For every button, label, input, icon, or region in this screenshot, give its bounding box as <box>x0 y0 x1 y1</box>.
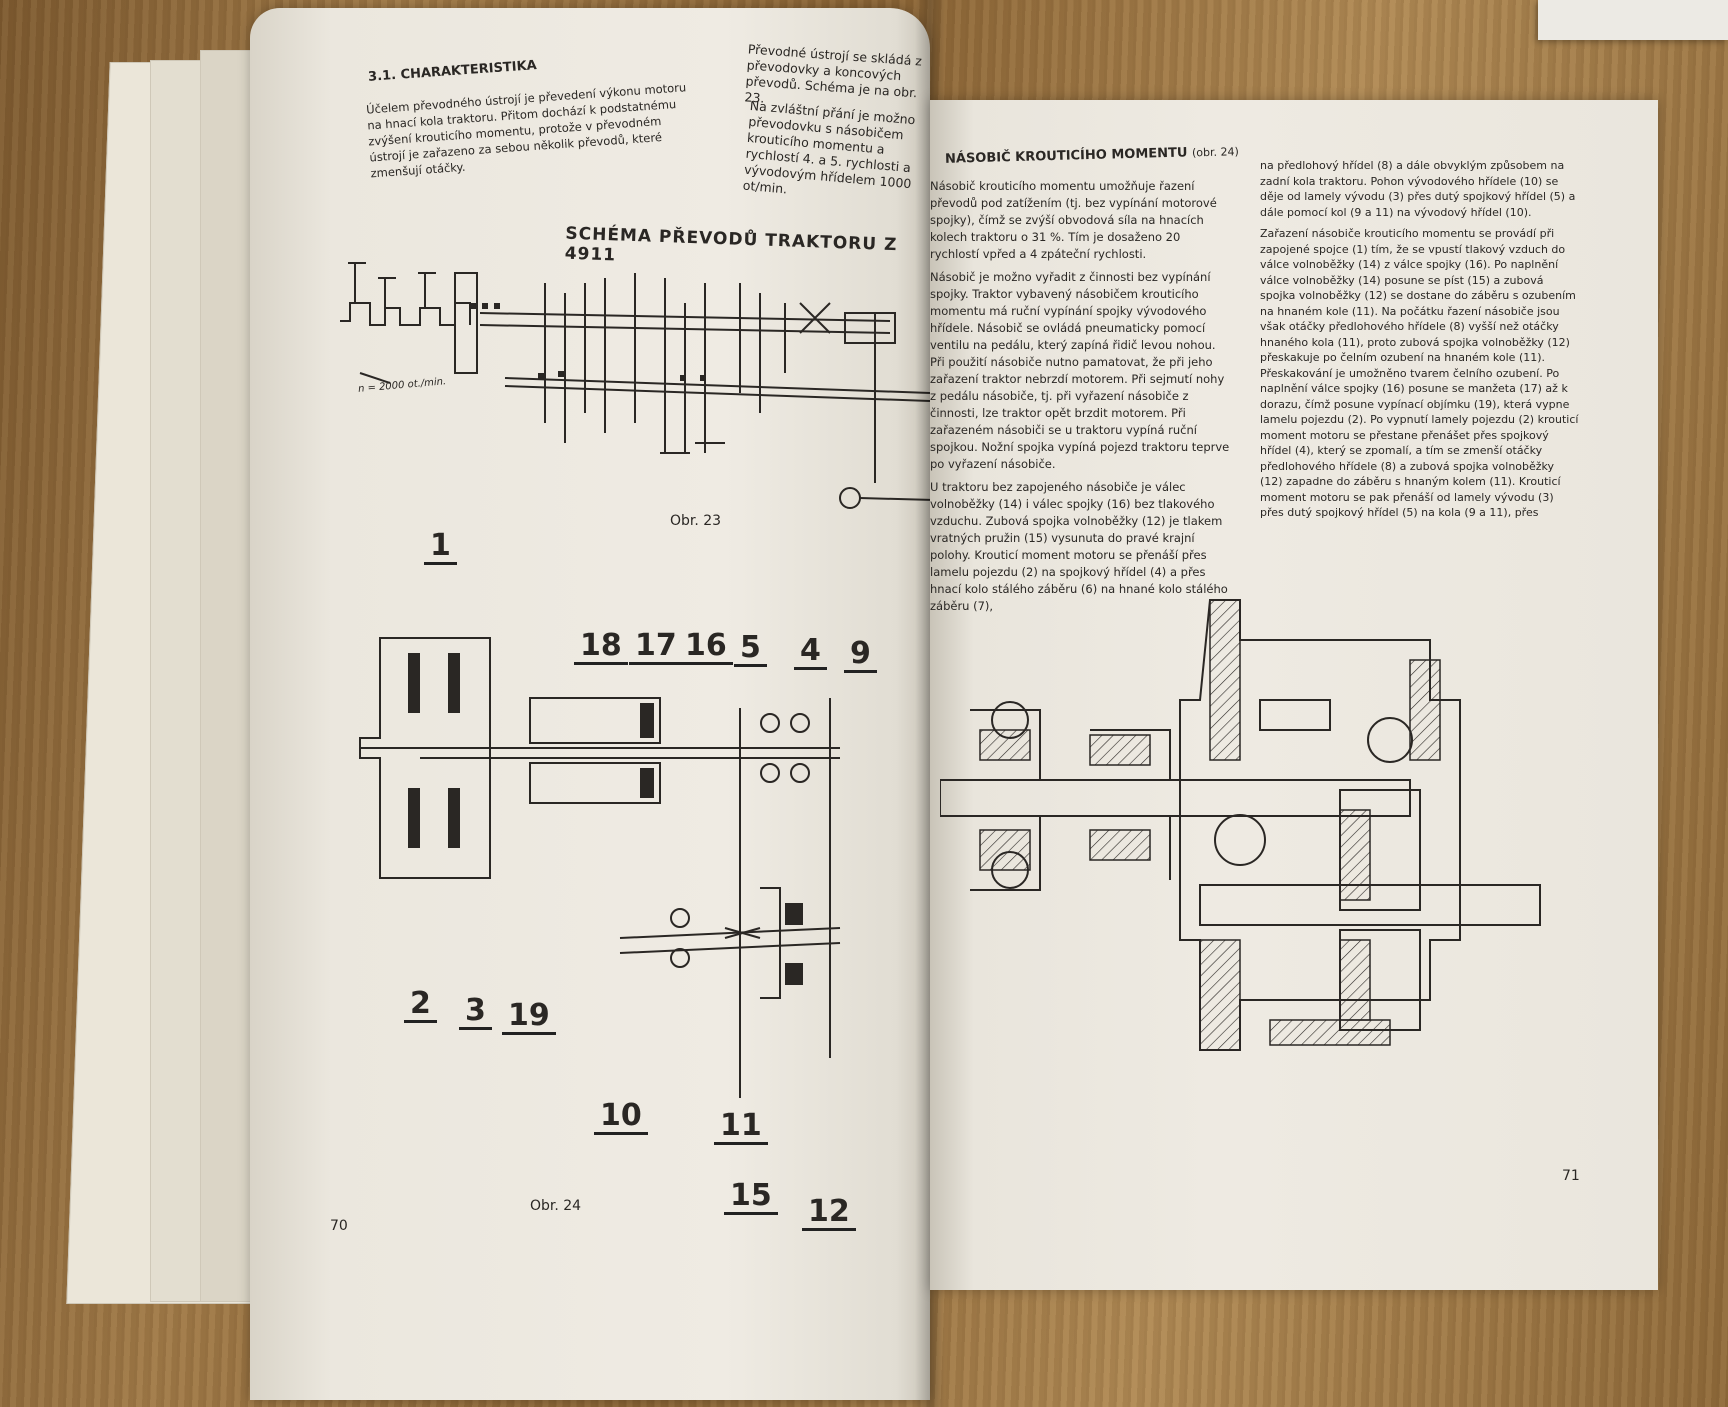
paragraph-3: Na zvláštní přání je možno převodovku s … <box>742 97 916 197</box>
multiplier-heading: NÁSOBIČ KROUTICÍHO MOMENTU <box>944 145 1188 167</box>
part-label-15: 15 <box>724 1178 778 1215</box>
cross-section-drawing <box>940 599 1541 1051</box>
part-label-1: 1 <box>424 528 457 565</box>
part-label-2: 2 <box>404 986 437 1023</box>
right-column-1: Násobič krouticího momentu umožňuje řaze… <box>930 178 1230 621</box>
right-heading: NÁSOBIČ KROUTICÍHO MOMENTU (obr. 24) <box>945 144 1239 168</box>
part-label-5: 5 <box>734 630 767 667</box>
part-label-11: 11 <box>714 1108 768 1145</box>
transmission-schematic <box>340 262 971 509</box>
right-column-2: na předlohový hřídel (8) a dále obvyklým… <box>1260 158 1580 527</box>
part-label-4: 4 <box>794 633 827 670</box>
right-page: NÁSOBIČ KROUTICÍHO MOMENTU (obr. 24) Nás… <box>930 100 1658 1290</box>
part-label-18: 18 <box>574 628 628 665</box>
page-number-left: 70 <box>330 1218 348 1234</box>
part-label-10: 10 <box>594 1098 648 1135</box>
part-label-16: 16 <box>679 628 733 665</box>
part-label-17: 17 <box>629 628 683 665</box>
intro-paragraph: Účelem převodného ústrojí je převedení v… <box>365 80 687 181</box>
figure-23-caption: Obr. 23 <box>670 513 722 529</box>
col1-paragraph: Násobič krouticího momentu umožňuje řaze… <box>930 179 1217 261</box>
part-label-3: 3 <box>459 993 492 1030</box>
left-page: 3.1. CHARAKTERISTIKA Účelem převodného ú… <box>250 8 971 1400</box>
part-label-9: 9 <box>844 636 877 673</box>
figure-24-caption: Obr. 24 <box>530 1198 582 1214</box>
part-label-12: 12 <box>802 1194 856 1231</box>
col2-paragraph: Zařazení násobiče krouticího momentu se … <box>1260 227 1579 519</box>
col1-paragraph: Násobič je možno vyřadit z činnosti bez … <box>930 270 1230 471</box>
page-number-right: 71 <box>1562 1168 1580 1184</box>
col1-paragraph: U traktoru bez zapojeného násobiče je vá… <box>930 480 1228 613</box>
torque-multiplier-schematic <box>359 637 841 1098</box>
col2-paragraph: na předlohový hřídel (8) a dále obvyklým… <box>1260 159 1576 219</box>
heading-figure-ref: (obr. 24) <box>1191 145 1239 160</box>
part-label-19: 19 <box>502 998 556 1035</box>
background-paper <box>1538 0 1728 40</box>
section-heading: 3.1. CHARAKTERISTIKA <box>367 58 538 85</box>
